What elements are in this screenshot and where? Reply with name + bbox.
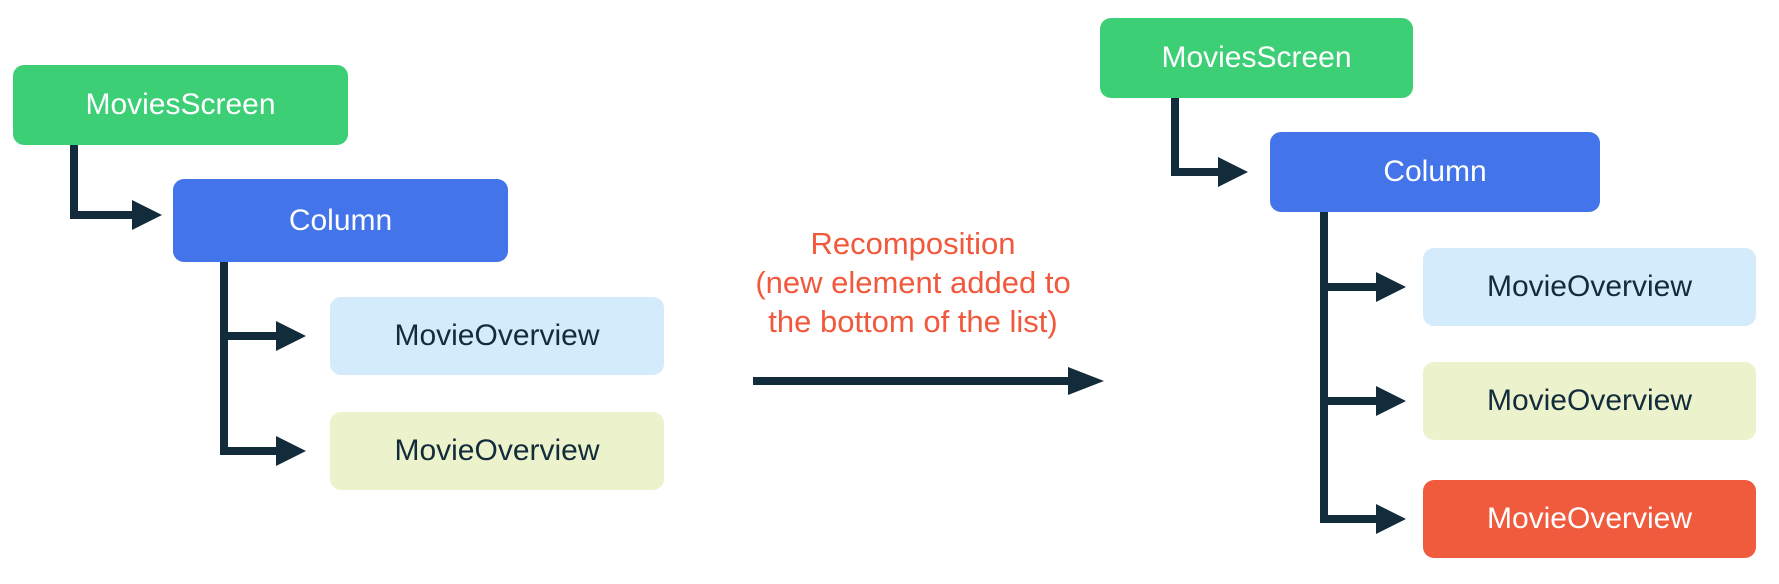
branch-connector xyxy=(220,447,276,455)
branch-connector xyxy=(1320,397,1376,405)
node-movieoverview-2-before: MovieOverview xyxy=(330,412,664,490)
node-movieoverview-3-after-new: MovieOverview xyxy=(1423,480,1756,558)
node-column-after: Column xyxy=(1270,132,1600,212)
elbow-connector xyxy=(1171,168,1218,176)
branch-connector xyxy=(1320,515,1376,523)
elbow-connector xyxy=(70,145,78,219)
node-movieoverview-1-after: MovieOverview xyxy=(1423,248,1756,326)
arrowhead-icon xyxy=(1218,157,1248,187)
arrowhead-icon xyxy=(1376,386,1406,416)
node-movieoverview-2-after: MovieOverview xyxy=(1423,362,1756,440)
recomposition-arrowhead-icon xyxy=(1068,367,1104,395)
branch-connector xyxy=(1320,283,1376,291)
arrowhead-icon xyxy=(276,436,306,466)
trunk-connector xyxy=(1320,212,1328,523)
arrowhead-icon xyxy=(132,200,162,230)
elbow-connector xyxy=(70,211,132,219)
branch-connector xyxy=(220,332,276,340)
arrowhead-icon xyxy=(1376,272,1406,302)
caption-line-3: the bottom of the list) xyxy=(768,304,1058,339)
recomposition-arrow-shaft xyxy=(753,377,1068,385)
node-column-before: Column xyxy=(173,179,508,262)
recomposition-caption: Recomposition (new element added to the … xyxy=(663,224,1163,341)
trunk-connector xyxy=(220,262,228,455)
node-movieoverview-1-before: MovieOverview xyxy=(330,297,664,375)
caption-line-1: Recomposition xyxy=(810,226,1016,261)
caption-line-2: (new element added to xyxy=(755,265,1071,300)
elbow-connector xyxy=(1171,98,1179,176)
node-moviesscreen-after: MoviesScreen xyxy=(1100,18,1413,98)
node-moviesscreen-before: MoviesScreen xyxy=(13,65,348,145)
arrowhead-icon xyxy=(1376,504,1406,534)
arrowhead-icon xyxy=(276,321,306,351)
